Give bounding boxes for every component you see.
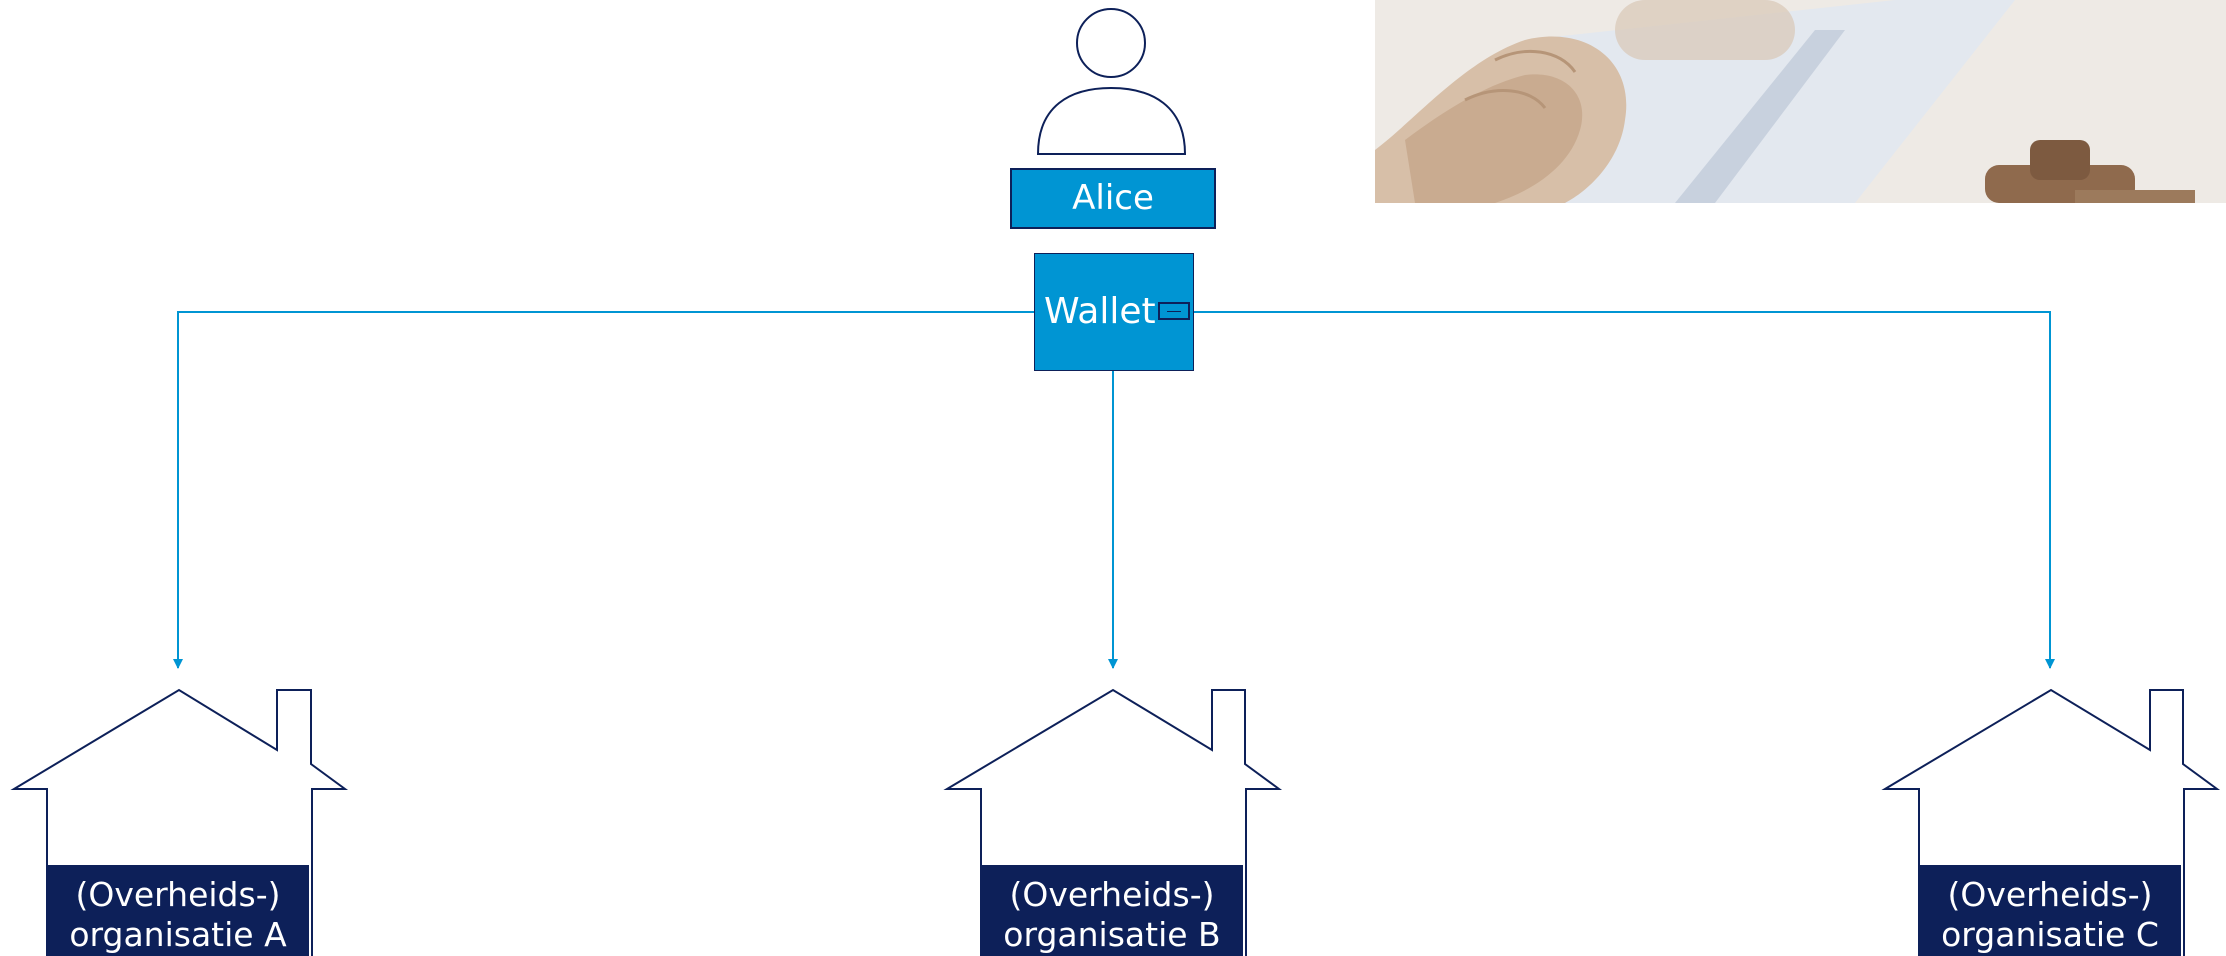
organisation-label-c: (Overheids-) organisatie C bbox=[1919, 865, 2181, 956]
organisation-label-b: (Overheids-) organisatie B bbox=[981, 865, 1243, 956]
photo-art bbox=[1375, 0, 2226, 203]
organisation-b-line2: organisatie B bbox=[1003, 915, 1221, 954]
wallet-icon bbox=[1158, 302, 1190, 320]
connectors bbox=[173, 307, 2055, 669]
person-name-label: Alice bbox=[1010, 168, 1216, 229]
organisation-label-a: (Overheids-) organisatie A bbox=[47, 865, 309, 956]
background-photo bbox=[1375, 0, 2226, 203]
organisation-a-line1: (Overheids-) bbox=[75, 875, 281, 914]
wallet-label: Wallet bbox=[1044, 291, 1156, 332]
organisation-a-line2: organisatie A bbox=[69, 915, 287, 954]
connector-wallet-org-a bbox=[173, 307, 1043, 669]
wallet-box[interactable]: Wallet bbox=[1034, 253, 1194, 371]
connector-wallet-org-c bbox=[1185, 307, 2055, 669]
person-icon bbox=[1036, 8, 1187, 155]
organisation-b-line1: (Overheids-) bbox=[1009, 875, 1215, 914]
organisation-c-line1: (Overheids-) bbox=[1947, 875, 2153, 914]
organisation-c-line2: organisatie C bbox=[1941, 915, 2159, 954]
